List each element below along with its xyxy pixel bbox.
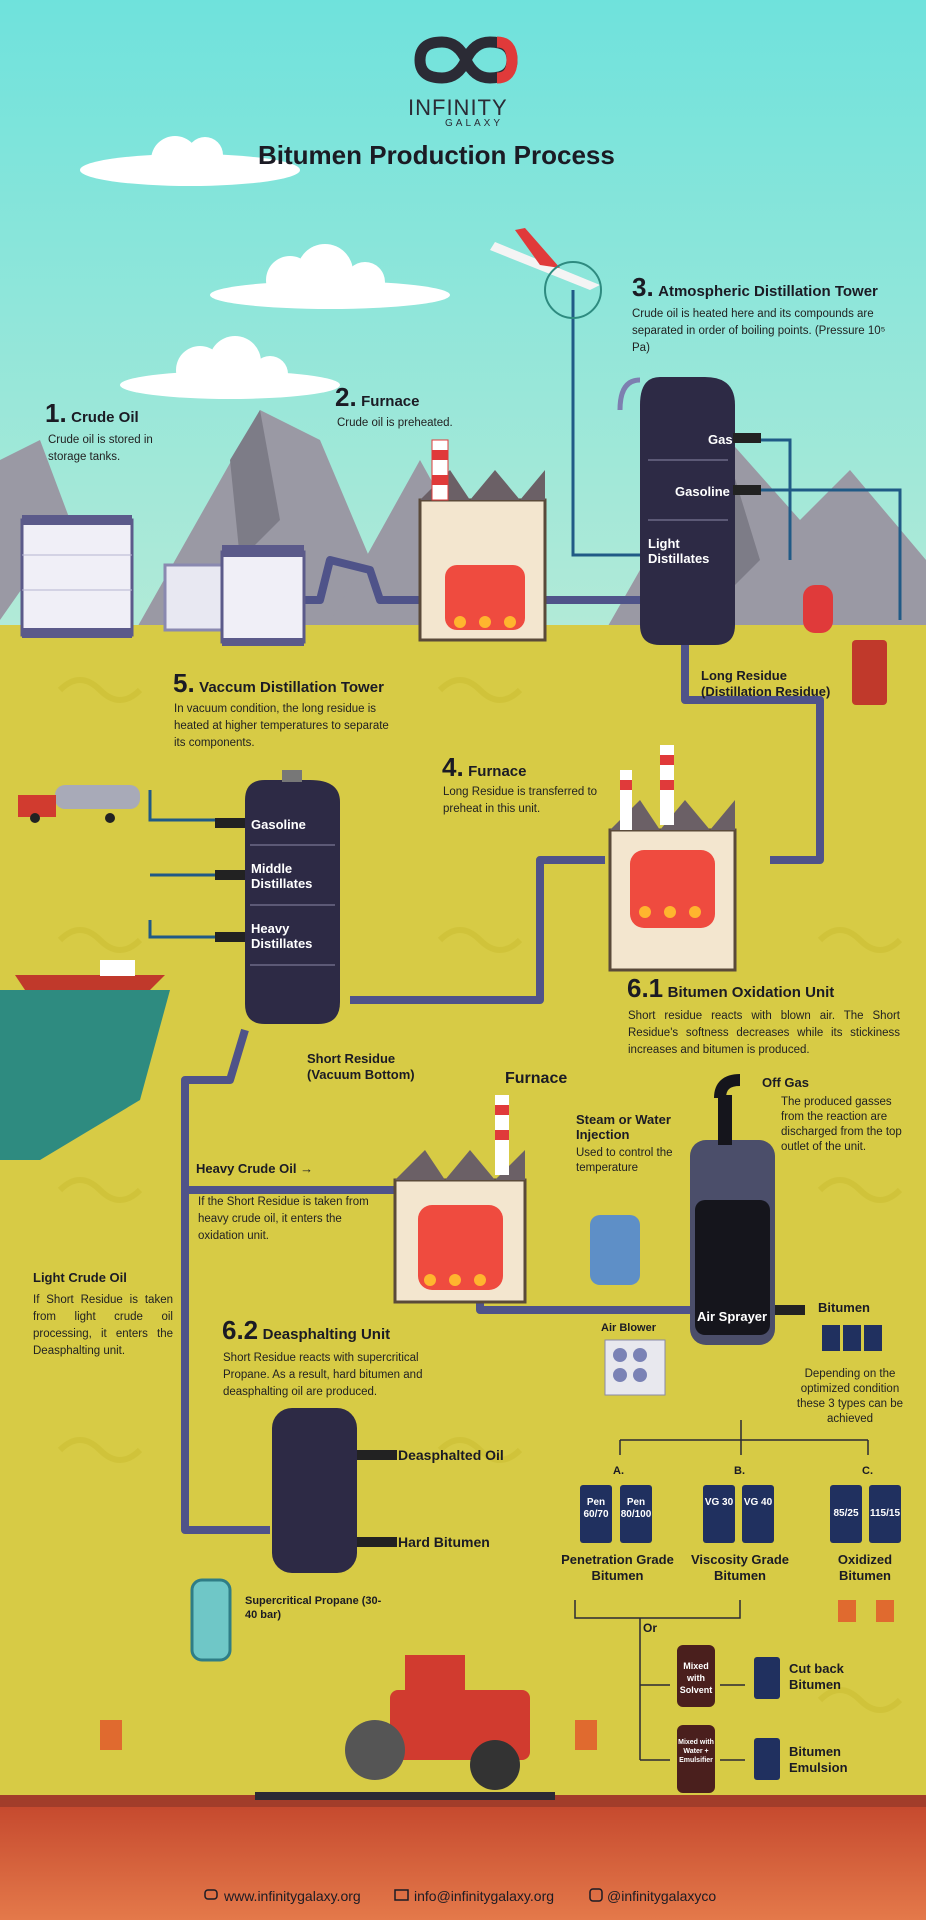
step62-desc: Short Residue reacts with supercritical …	[223, 1352, 423, 1398]
steam-tank	[590, 1215, 640, 1285]
steam-title: Steam or Water Injection	[576, 1112, 671, 1142]
air-blower-unit	[604, 1339, 666, 1396]
grade-c-letter: C.	[862, 1465, 873, 1477]
fuel-pump	[852, 640, 887, 705]
vacuum-tower	[215, 770, 340, 1024]
footer-web[interactable]: www.infinitygalaxy.org	[224, 1888, 361, 1904]
step2-header: 2. Furnace	[335, 382, 420, 412]
cutback-label: Cut back Bitumen	[789, 1661, 844, 1692]
footer-icons	[204, 1888, 603, 1902]
tower2-gasoline: Gasoline	[251, 817, 306, 832]
light-crude-label: Light Crude Oil	[33, 1270, 127, 1285]
brand-name: INFINITY	[408, 95, 508, 120]
tower1-gas: Gas	[708, 432, 733, 447]
tower1-gasoline: Gasoline	[675, 484, 730, 499]
ship	[15, 960, 165, 990]
footer-email[interactable]: info@infinitygalaxy.org	[414, 1888, 555, 1904]
furnace-3	[393, 1095, 527, 1304]
grade-c-name: Oxidized Bitumen	[837, 1552, 893, 1583]
off-gas-desc: The produced gasses from the reaction ar…	[781, 1096, 902, 1153]
tower1-light: Light Distillates	[648, 536, 710, 566]
bitumen-label: Bitumen	[818, 1300, 870, 1315]
deasphalting-unit	[190, 1408, 397, 1662]
sea	[0, 990, 170, 1160]
tower2-middle: Middle Distillates	[251, 861, 313, 891]
or-label: Or	[643, 1621, 658, 1635]
hard-bitumen-label: Hard Bitumen	[398, 1534, 490, 1550]
grade-b-b1: VG 30	[704, 1497, 734, 1508]
step4-header: 4. Furnace	[442, 752, 527, 782]
heavy-crude-desc: If the Short Residue is taken from heavy…	[198, 1196, 369, 1242]
step1-desc: Crude oil is stored in storage tanks.	[48, 434, 153, 463]
grade-a-b1: Pen 60/70	[583, 1497, 609, 1520]
step1-header: 1. Crude Oil	[45, 398, 139, 428]
brand-sub: GALAXY	[445, 118, 504, 129]
mixed-solvent: Mixed with Solvent	[679, 1661, 713, 1695]
mix-drums	[677, 1645, 715, 1793]
storage-tanks	[20, 515, 306, 646]
furnace-label: Furnace	[505, 1070, 568, 1087]
soil	[0, 1800, 926, 1920]
page-title: Bitumen Production Process	[258, 140, 615, 170]
long-residue-label: Long Residue (Distillation Residue)	[701, 668, 831, 699]
airplane	[490, 228, 600, 290]
clouds	[80, 136, 450, 399]
mixed-water: Mixed with Water + Emulsifier	[678, 1739, 714, 1764]
road-roller	[345, 1655, 530, 1790]
heavy-crude-label: Heavy Crude Oil →	[196, 1161, 314, 1176]
gas-cylinder	[803, 585, 833, 633]
infinity-logo-icon	[414, 36, 518, 84]
step61-header: 6.1 Bitumen Oxidation Unit	[627, 973, 835, 1003]
watermark-logos	[57, 677, 903, 1713]
step2-desc: Crude oil is preheated.	[337, 417, 453, 429]
step5-desc: In vacuum condition, the long residue is…	[174, 703, 389, 749]
atmospheric-tower	[617, 377, 761, 645]
oxidation-unit	[690, 1074, 805, 1345]
furnace-1	[418, 439, 547, 642]
step3-desc: Crude oil is heated here and its compoun…	[632, 308, 886, 354]
steam-desc: Used to control the temperature	[576, 1147, 673, 1174]
asphalt-road	[255, 1792, 555, 1800]
propane-label: Supercritical Propane (30-40 bar)	[245, 1595, 382, 1621]
step5-header: 5. Vaccum Distillation Tower	[173, 668, 384, 698]
truck	[18, 785, 140, 823]
step62-header: 6.2 Deasphalting Unit	[222, 1315, 391, 1345]
grade-tree	[574, 1420, 869, 1761]
workers	[100, 1600, 894, 1750]
grade-b-letter: B.	[734, 1465, 745, 1477]
emulsion-label: Bitumen Emulsion	[789, 1744, 848, 1775]
grade-b-b2: VG 40	[743, 1497, 773, 1508]
short-residue-label: Short Residue (Vacuum Bottom)	[307, 1051, 415, 1082]
depending-desc: Depending on the optimized condition the…	[796, 1368, 904, 1425]
furnace-2	[608, 745, 737, 972]
air-sprayer-label: Air Sprayer	[697, 1309, 768, 1324]
step61-desc: Short residue reacts with blown air. The…	[628, 1010, 900, 1056]
grade-a-b2: Pen 80/100	[620, 1497, 652, 1520]
grade-b-name: Viscosity Grade Bitumen	[690, 1552, 790, 1583]
footer-social[interactable]: @infinitygalaxyco	[607, 1888, 717, 1904]
grade-c-b2: 115/15	[869, 1508, 901, 1519]
step4-desc: Long Residue is transferred to preheat i…	[443, 786, 598, 815]
off-gas-label: Off Gas	[762, 1075, 809, 1090]
tower2-heavy: Heavy Distillates	[251, 921, 313, 951]
bitumen-barrels	[580, 1325, 901, 1780]
grade-a-letter: A.	[613, 1465, 624, 1477]
grade-c-b1: 85/25	[833, 1508, 859, 1519]
air-blower-label: Air Blower	[601, 1322, 657, 1334]
grade-a-name: Penetration Grade Bitumen	[561, 1552, 674, 1583]
deasphalted-oil-label: Deasphalted Oil	[398, 1447, 504, 1463]
light-crude-desc: If Short Residue is taken from light cru…	[33, 1294, 173, 1357]
step3-header: 3. Atmospheric Distillation Tower	[632, 272, 878, 302]
